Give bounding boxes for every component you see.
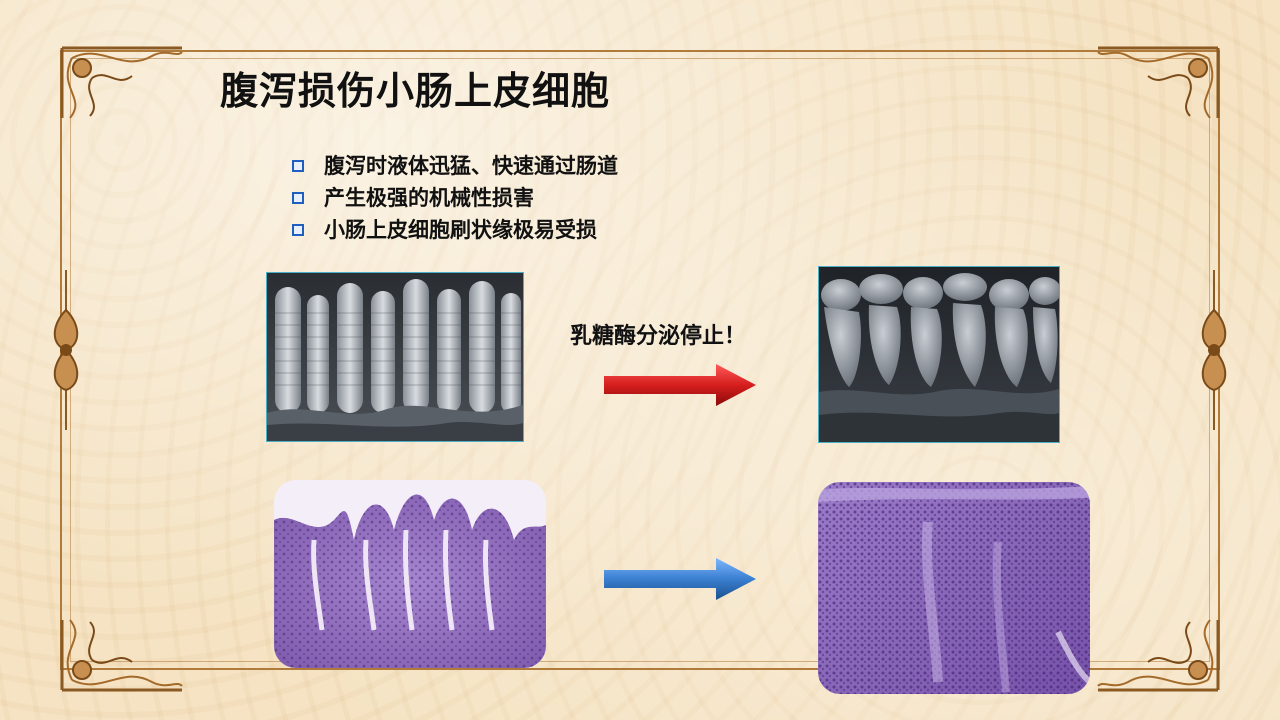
corner-ornament-icon	[1097, 46, 1220, 119]
bullet-text: 小肠上皮细胞刷状缘极易受损	[324, 218, 597, 242]
bullet-item: 腹泻时液体迅猛、快速通过肠道	[292, 150, 618, 182]
corner-ornament-icon	[1097, 619, 1220, 692]
square-bullet-icon	[292, 192, 304, 204]
bullet-item: 产生极强的机械性损害	[292, 182, 618, 214]
bullet-item: 小肠上皮细胞刷状缘极易受损	[292, 214, 618, 246]
right-arrow-icon	[604, 364, 756, 406]
slide-title: 腹泻损伤小肠上皮细胞	[220, 69, 611, 113]
bullet-text: 腹泻时液体迅猛、快速通过肠道	[324, 154, 618, 178]
square-bullet-icon	[292, 224, 304, 236]
right-arrow-icon	[604, 558, 756, 600]
histology-image-healthy	[274, 480, 546, 668]
sem-image-healthy-villi	[266, 272, 524, 442]
bullet-list: 腹泻时液体迅猛、快速通过肠道 产生极强的机械性损害 小肠上皮细胞刷状缘极易受损	[292, 150, 618, 246]
histology-image-damaged	[818, 482, 1090, 694]
side-ornament-icon	[1201, 270, 1227, 430]
lactase-stop-label: 乳糖酶分泌停止！	[570, 324, 747, 349]
corner-ornament-icon	[60, 619, 183, 692]
bullet-text: 产生极强的机械性损害	[324, 186, 534, 210]
corner-ornament-icon	[60, 46, 183, 119]
sem-image-damaged-villi	[818, 266, 1060, 443]
square-bullet-icon	[292, 160, 304, 172]
side-ornament-icon	[53, 270, 79, 430]
